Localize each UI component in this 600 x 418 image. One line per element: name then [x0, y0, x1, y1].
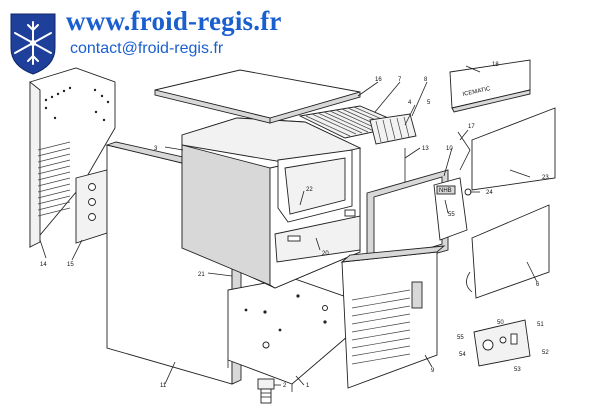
- label-55: 55: [448, 212, 455, 218]
- part-back-panel: [29, 67, 116, 249]
- label-17: 17: [468, 124, 475, 130]
- side-badge: ICEMATIC: [462, 86, 492, 98]
- label-7: 7: [398, 77, 402, 83]
- label-15: 15: [67, 262, 74, 268]
- part-front-door: [340, 245, 446, 389]
- part-main-cabinet: [181, 117, 362, 289]
- part-brand-strip: ICEMATIC: [449, 59, 531, 113]
- front-badge: NHB: [439, 188, 452, 194]
- label-1: 1: [306, 383, 310, 389]
- label-51: 51: [537, 322, 544, 328]
- part-base-tray: [227, 277, 356, 392]
- part-front-plate: NHB: [433, 177, 468, 241]
- contact-email[interactable]: contact@froid-regis.fr: [70, 40, 224, 57]
- label-22: 22: [306, 187, 313, 193]
- label-54: 54: [459, 352, 466, 358]
- label-21: 21: [198, 272, 205, 278]
- label-6: 6: [536, 282, 540, 288]
- label-5: 5: [427, 100, 431, 106]
- part-lower-right-panel: [466, 204, 550, 299]
- label-20: 20: [322, 251, 329, 257]
- part-labels: 16 7 8 5 4 18 17 3 13 10 23 24 22 55 20 …: [40, 62, 549, 389]
- label-8: 8: [424, 77, 428, 83]
- part-right-side-panel: [471, 107, 556, 191]
- part-foot-screw: [257, 378, 275, 404]
- label-3: 3: [154, 146, 158, 152]
- label-14: 14: [40, 262, 47, 268]
- leader-lines: [39, 65, 538, 386]
- label-52: 52: [542, 350, 549, 356]
- part-bracket: [75, 169, 108, 244]
- label-9: 9: [431, 368, 435, 374]
- part-top-lid: [154, 69, 361, 124]
- label-23: 23: [542, 175, 549, 181]
- label-55b: 55: [457, 335, 464, 341]
- label-53: 53: [514, 367, 521, 373]
- part-switch-assembly: [473, 319, 531, 367]
- part-cable-hook: [457, 131, 471, 171]
- label-13: 13: [422, 146, 429, 152]
- website-url[interactable]: www.froid-regis.fr: [66, 6, 282, 36]
- label-50: 50: [497, 320, 504, 326]
- snowflake-shield-icon: [10, 13, 56, 75]
- label-16: 16: [375, 77, 382, 83]
- label-18: 18: [492, 62, 499, 68]
- label-24: 24: [486, 190, 493, 196]
- label-10: 10: [446, 146, 453, 152]
- label-2: 2: [283, 383, 287, 389]
- label-4: 4: [408, 100, 412, 106]
- label-11: 11: [160, 383, 167, 389]
- part-louver: [369, 113, 417, 145]
